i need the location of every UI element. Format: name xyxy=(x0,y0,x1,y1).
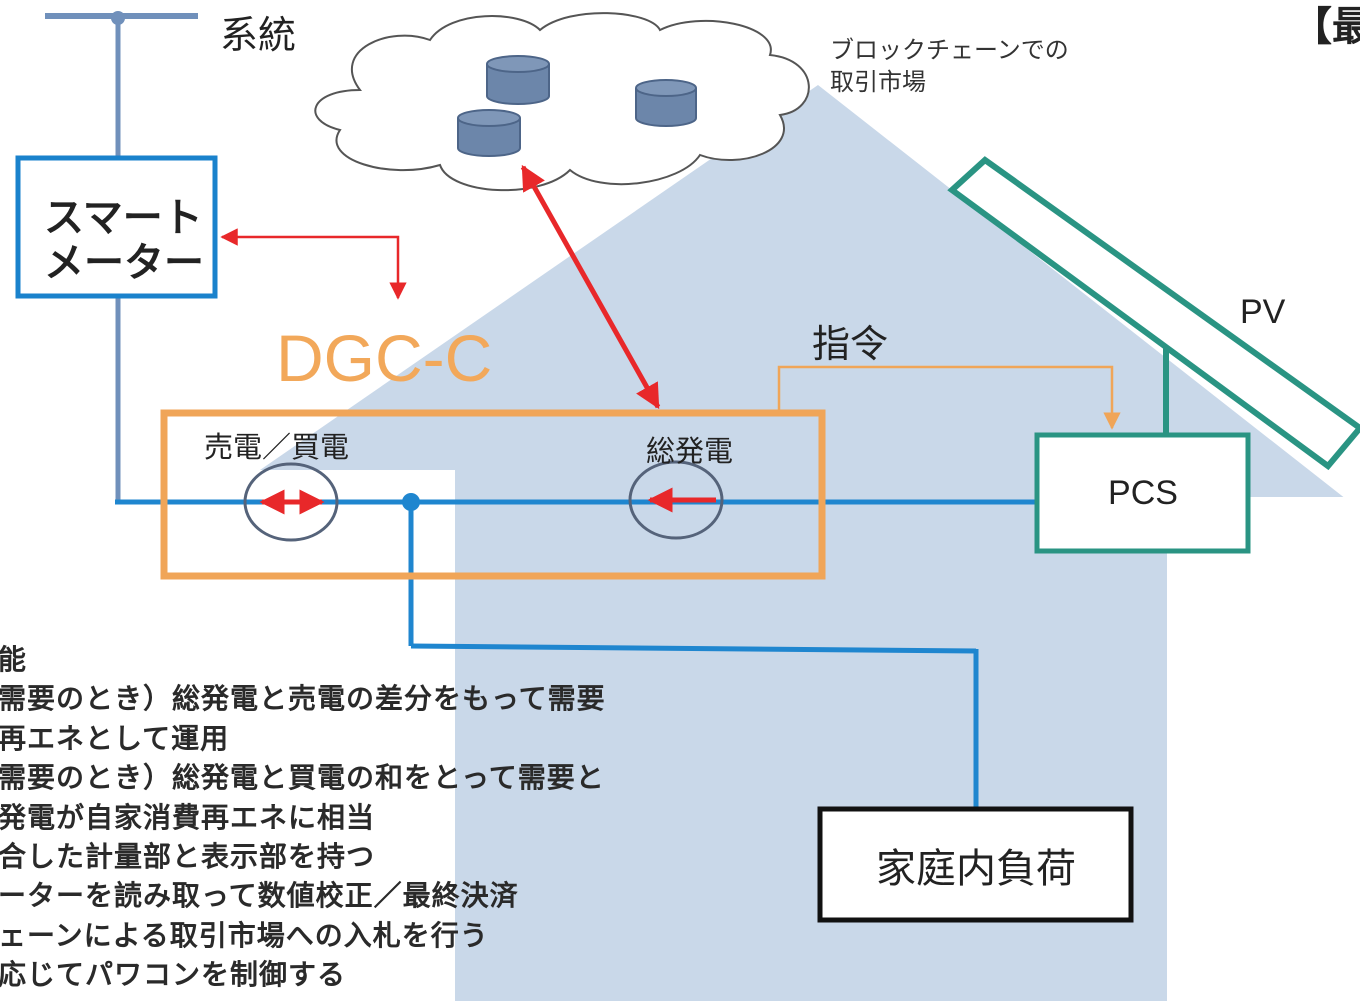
meter-link-arrow xyxy=(220,228,407,300)
database-icon xyxy=(457,109,521,157)
household-load-label: 家庭内負荷 xyxy=(876,846,1076,892)
notes-list: 能 需要のとき）総発電と売電の差分をもって需要 再エネとして運用 需要のとき）総… xyxy=(0,640,606,995)
blockchain-market-label-line2: 取引市場 xyxy=(830,68,926,96)
total-generation-label: 総発電 xyxy=(646,434,734,468)
note-line: ェーンによる取引市場への入札を行う xyxy=(0,918,489,952)
note-line: 再エネとして運用 xyxy=(0,721,230,755)
command-arrow xyxy=(777,365,1121,430)
pcs-label: PCS xyxy=(1108,474,1178,512)
smart-meter-box xyxy=(15,155,218,299)
command-label: 指令 xyxy=(812,322,889,366)
note-line: ーターを読み取って数値校正／最終決済 xyxy=(0,879,519,913)
header-fragment: 【最 xyxy=(1292,4,1360,50)
note-line: 合した計量部と表示部を持つ xyxy=(0,839,376,873)
note-line: 需要のとき）総発電と売電の差分をもって需要 xyxy=(0,682,606,716)
blockchain-cloud xyxy=(314,12,810,192)
dgc-box xyxy=(160,409,826,580)
household-load-box xyxy=(817,806,1134,923)
blockchain-market-label-line1: ブロックチェーンでの xyxy=(830,36,1069,64)
note-line: 需要のとき）総発電と買電の和をとって需要と xyxy=(0,761,605,795)
generation-meter xyxy=(628,460,724,540)
sell-buy-meter xyxy=(243,462,339,542)
house-right-cut xyxy=(1167,497,1360,1001)
pv-label: PV xyxy=(1240,293,1286,331)
pv-panel-icon xyxy=(947,156,1360,471)
blockchain-arrow xyxy=(520,164,661,410)
database-icon xyxy=(635,79,697,127)
smart-meter-label-line1: スマート xyxy=(44,195,203,241)
note-line: 発電が自家消費再エネに相当 xyxy=(0,800,376,834)
sell-buy-label: 売電／買電 xyxy=(204,430,350,464)
dgc-label: DGC-C xyxy=(276,321,493,395)
grid-pole-icon xyxy=(45,11,198,502)
pcs-box xyxy=(1034,432,1251,554)
note-line: 能 xyxy=(0,643,28,676)
note-line: 応じてパワコンを制御する xyxy=(0,958,347,992)
database-icon xyxy=(486,55,550,105)
grid-label: 系統 xyxy=(220,13,297,57)
smart-meter-label-line2: メーター xyxy=(44,240,204,286)
